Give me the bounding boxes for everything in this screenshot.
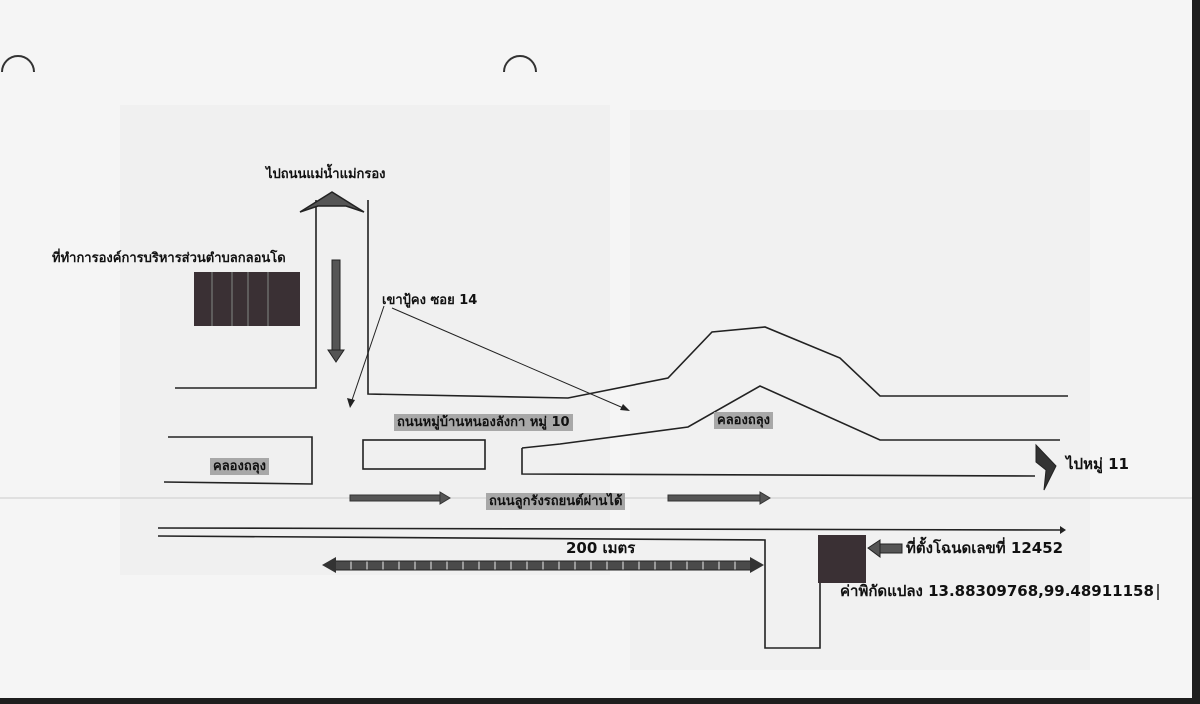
label-to-moo11: ไปหมู่ 11 (1066, 455, 1129, 473)
punch-hole (503, 55, 537, 73)
lane-to-plot (157, 535, 821, 649)
road-edge-upper (367, 200, 1068, 399)
punch-hole (1, 55, 35, 73)
label-village-road: ถนนหมู่บ้านหนองลังกา หมู่ 10 (394, 414, 573, 431)
right-arrow-moo11 (1035, 443, 1057, 491)
label-canal-left: คลองถลุง (210, 458, 270, 475)
label-sao-office: ที่ทำการองค์การบริหารส่วนตำบลกลอนโด (52, 251, 286, 266)
label-distance: 200 เมตร (566, 539, 636, 557)
plot-arrow-head (867, 539, 881, 558)
road-edge-left (175, 200, 317, 389)
label-to-main-road: ไปถนนแม่น้ำแม่กรอง (266, 167, 386, 182)
canal-left-section (163, 436, 313, 485)
deed-plot-marker (818, 535, 866, 583)
canal-middle-section (362, 439, 486, 470)
label-canal-right: คลองถลุง (714, 412, 774, 429)
direction-arrow (667, 491, 771, 505)
soi-pointer-line (391, 307, 629, 411)
label-deed-location: ที่ตั้งโฉนดเลขที่ 12452 (906, 539, 1064, 557)
up-arrow (299, 191, 365, 213)
distance-arrow (322, 557, 764, 573)
canal-upper-edge (521, 385, 1060, 449)
label-laterite-road: ถนนลูกรังรถยนต์ผ่านได้ (486, 493, 626, 510)
canal-lower-edge (521, 448, 1036, 477)
label-soi-14: เขาปู้คง ซอย 14 (382, 293, 478, 308)
plot-arrow-shaft (877, 543, 903, 554)
direction-arrow (349, 491, 451, 505)
down-arrow-shaft (331, 259, 341, 353)
laterite-road-lower-edge (157, 527, 1061, 531)
label-coordinates: ค่าพิกัดแปลง 13.88309768,99.48911158 (840, 582, 1154, 600)
down-arrow-head (327, 349, 345, 363)
sao-office-building (194, 272, 300, 326)
soi-pointer-line (349, 305, 385, 407)
